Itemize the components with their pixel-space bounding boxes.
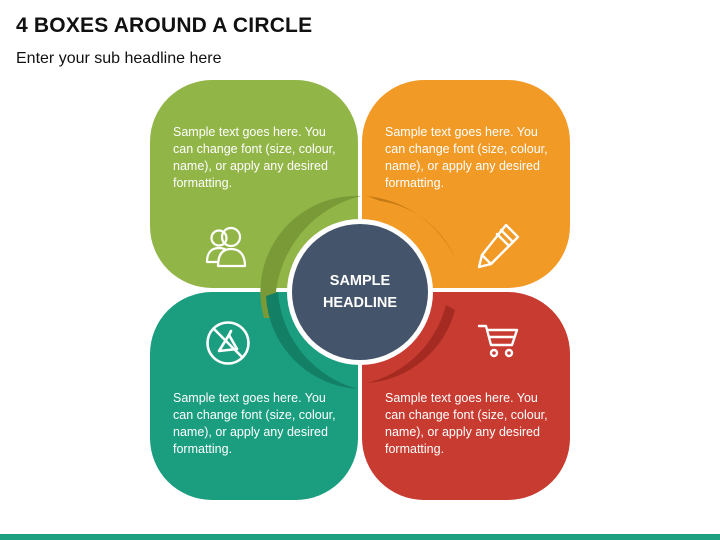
box-bottom-left: Sample text goes here. You can change fo…: [150, 292, 358, 500]
page-subtitle: Enter your sub headline here: [16, 50, 222, 67]
shopping-cart-icon: [477, 324, 519, 358]
pencil-icon: [477, 223, 520, 269]
center-headline-line1: SAMPLE: [329, 273, 391, 289]
center-headline-line2: HEADLINE: [322, 295, 398, 311]
no-entry-icon: [206, 321, 250, 365]
box-text: Sample text goes here. You can change fo…: [385, 125, 548, 190]
box-text: Sample text goes here. You can change fo…: [173, 391, 336, 456]
footer-bar: [0, 534, 720, 540]
center-circle: SAMPLE HEADLINE: [287, 219, 433, 365]
users-icon: [205, 226, 247, 268]
box-text: Sample text goes here. You can change fo…: [385, 391, 548, 456]
page-title: 4 BOXES AROUND A CIRCLE: [16, 14, 313, 37]
center-headline: SAMPLE HEADLINE: [292, 224, 428, 360]
box-text: Sample text goes here. You can change fo…: [173, 125, 336, 190]
